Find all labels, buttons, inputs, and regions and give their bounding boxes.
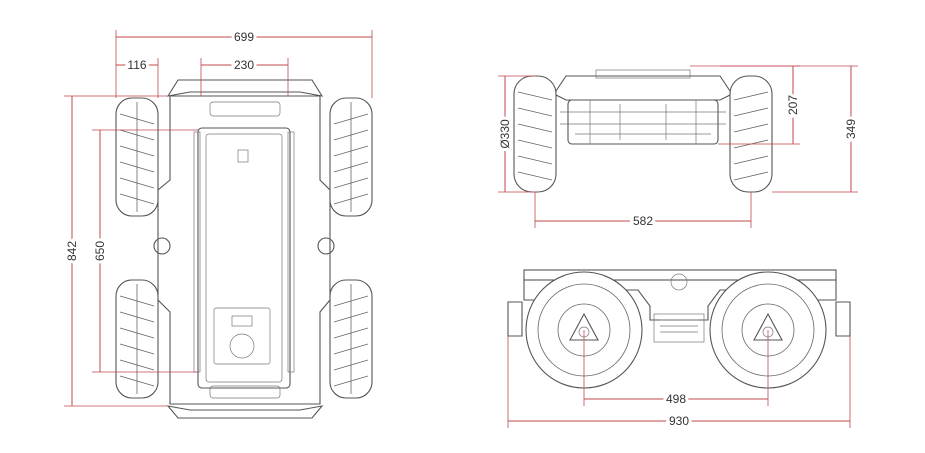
front-roof [595, 69, 691, 79]
side-view: 498 930 [507, 269, 851, 431]
dim-label-650: 650 [93, 241, 107, 261]
dim-330: Ø330 [495, 75, 536, 193]
top-deck [197, 127, 291, 389]
top-wheel-front-left [115, 97, 159, 217]
dim-230: 230 [200, 55, 289, 96]
dim-842: 842 [62, 95, 168, 407]
dim-label-498: 498 [666, 392, 686, 406]
top-view: 699 116 230 842 650 [62, 27, 373, 419]
front-panel [209, 101, 281, 117]
dim-116: 116 [116, 55, 159, 98]
dim-label-207: 207 [786, 95, 800, 115]
dim-650: 650 [90, 129, 198, 373]
dim-label-582: 582 [633, 214, 653, 228]
dim-label-842: 842 [65, 241, 79, 261]
front-body [553, 75, 733, 101]
rear-panel [209, 385, 281, 399]
front-chassis [567, 99, 719, 145]
front-bumper [166, 79, 324, 97]
right-rail [287, 131, 295, 373]
control-fan [229, 333, 255, 359]
dim-label-116: 116 [127, 58, 146, 72]
dim-label-330: Ø330 [498, 119, 512, 149]
side-front-bracket [507, 301, 523, 337]
left-rail [193, 131, 201, 373]
top-wheel-front-right [329, 97, 373, 217]
front-wheel-right [729, 75, 773, 193]
dim-349: 349 [690, 65, 861, 193]
top-sensor-mount [237, 149, 249, 163]
left-hub-cap [153, 237, 171, 255]
top-wheel-rear-right [329, 279, 373, 399]
dim-label-699: 699 [234, 30, 254, 44]
dim-label-230: 230 [234, 58, 254, 72]
front-wheel-left [513, 75, 557, 193]
control-panel [213, 307, 271, 365]
right-hub-cap [317, 237, 335, 255]
control-switch [231, 315, 253, 327]
dim-label-930: 930 [669, 414, 689, 428]
dim-699: 699 [115, 27, 373, 98]
dim-498: 498 [583, 330, 769, 409]
front-suspension [560, 100, 726, 144]
rear-bumper [166, 405, 324, 419]
side-rear-bracket [835, 301, 851, 337]
side-battery-vents [660, 319, 698, 333]
dim-930: 930 [507, 336, 851, 431]
side-sensor [670, 273, 688, 291]
dim-label-349: 349 [844, 119, 858, 139]
side-battery [653, 313, 705, 343]
front-view: Ø330 207 349 582 [495, 65, 861, 231]
top-deck-inner [205, 133, 283, 383]
top-wheel-rear-left [115, 279, 159, 399]
dim-582: 582 [534, 192, 752, 231]
